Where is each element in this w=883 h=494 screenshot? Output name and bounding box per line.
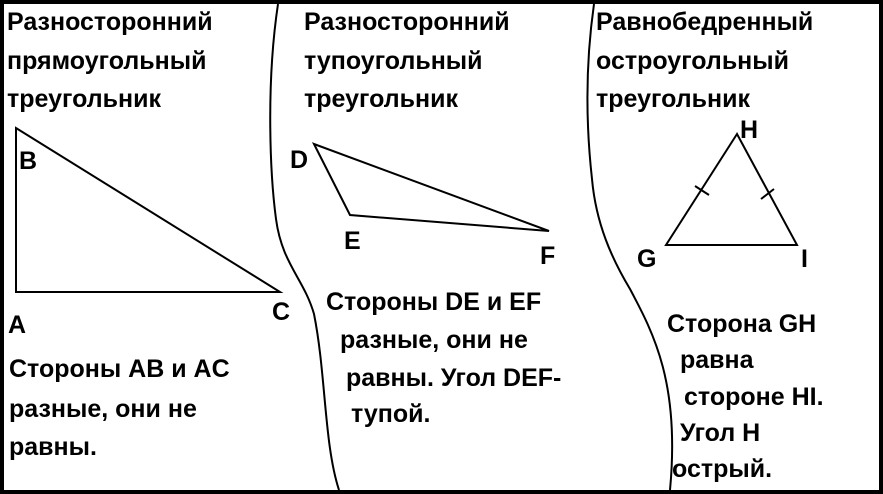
triangle-def [311, 142, 550, 232]
tick-mark-hi [760, 188, 775, 200]
panel3-title-line2: остроугольный [596, 47, 790, 75]
panel2-title-line2: тупоугольный [304, 47, 483, 75]
panel1-title-line2: прямоугольный [7, 47, 207, 75]
panel3-desc-line5: острый. [672, 455, 773, 483]
vertex-label-h: H [740, 116, 759, 144]
panel2-title-line1: Разносторонний [304, 8, 510, 36]
panel2-desc-line4: тупой. [351, 400, 431, 428]
panel2-desc-line3: равны. Угол DEF- [346, 364, 562, 392]
panel3-desc-line2: равна [680, 346, 754, 374]
divider-line-right [586, 4, 674, 490]
panel1-title-line1: Разносторонний [7, 8, 213, 36]
panel1-desc-line1: Стороны AB и AC [9, 355, 230, 383]
vertex-label-b: B [19, 147, 38, 175]
vertex-label-f: F [540, 242, 556, 270]
diagram-drawing [15, 4, 799, 490]
panel1-title-line3: треугольник [7, 85, 161, 113]
panel3-desc-line1: Сторона GH [667, 310, 817, 338]
panel2-desc-line2: разные, они не [340, 326, 528, 354]
panel3-title-line1: Равнобедренный [596, 8, 814, 36]
panel2-title-line3: треугольник [304, 85, 458, 113]
panel2-desc-line1: Стороны DE и EF [326, 288, 542, 316]
vertex-label-e: E [344, 227, 361, 255]
panel3-title-line3: треугольник [596, 85, 750, 113]
triangle-ghi [664, 132, 799, 246]
divider-line-left [269, 4, 340, 490]
vertex-label-i: I [801, 245, 808, 273]
panel1-desc-line3: равны. [9, 433, 97, 461]
panel3-desc-line4: Угол H [680, 419, 761, 447]
panel3-desc-line3: стороне HI. [684, 383, 824, 411]
triangle-abc [15, 126, 284, 293]
diagram-canvas: Разносторонний прямоугольный треугольник… [4, 4, 879, 490]
vertex-label-a: A [8, 311, 27, 339]
tick-mark-gh [694, 185, 710, 196]
vertex-label-d: D [290, 146, 309, 174]
vertex-label-g: G [637, 245, 657, 273]
panel1-desc-line2: разные, они не [9, 395, 197, 423]
vertex-label-c: C [272, 298, 291, 326]
